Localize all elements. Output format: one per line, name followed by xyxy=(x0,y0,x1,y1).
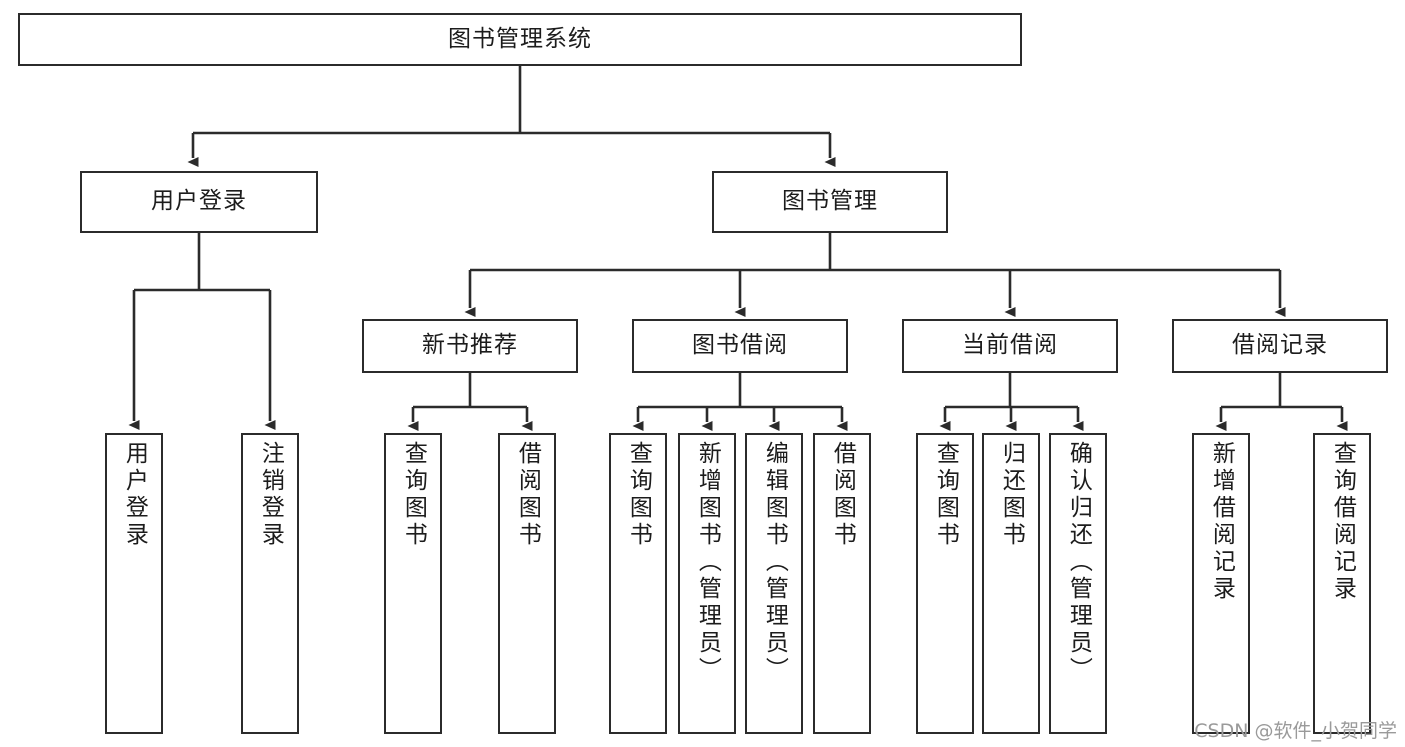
node-leaf-add-record-label: 新增借阅记录 xyxy=(1208,441,1235,603)
node-leaf-add-book-label: 新增图书（管理员） xyxy=(694,441,721,684)
node-leaf-return-book-label: 归还图书 xyxy=(998,441,1025,549)
node-leaf-edit-book[interactable]: 编辑图书（管理员） xyxy=(745,433,803,734)
node-leaf-add-record[interactable]: 新增借阅记录 xyxy=(1192,433,1250,734)
node-book-borrow-label: 图书借阅 xyxy=(692,332,788,359)
node-current-borrow[interactable]: 当前借阅 xyxy=(902,319,1118,373)
csdn-watermark: CSDN @软件_小贺同学 xyxy=(1194,720,1397,742)
node-user-login[interactable]: 用户登录 xyxy=(80,171,318,233)
node-leaf-query-book-3[interactable]: 查询图书 xyxy=(916,433,974,734)
node-leaf-confirm-return-label: 确认归还（管理员） xyxy=(1065,441,1092,684)
node-root[interactable]: 图书管理系统 xyxy=(18,13,1022,66)
node-new-book-rec[interactable]: 新书推荐 xyxy=(362,319,578,373)
node-current-borrow-label: 当前借阅 xyxy=(962,332,1058,359)
node-leaf-borrow-book-2[interactable]: 借阅图书 xyxy=(813,433,871,734)
node-book-manage[interactable]: 图书管理 xyxy=(712,171,948,233)
node-borrow-record-label: 借阅记录 xyxy=(1232,332,1328,359)
node-root-label: 图书管理系统 xyxy=(448,25,592,52)
node-leaf-user-login-label: 用户登录 xyxy=(121,441,148,549)
node-leaf-edit-book-label: 编辑图书（管理员） xyxy=(761,441,788,684)
node-leaf-borrow-book-1-label: 借阅图书 xyxy=(514,441,541,549)
node-borrow-record[interactable]: 借阅记录 xyxy=(1172,319,1388,373)
node-leaf-query-book-1-label: 查询图书 xyxy=(400,441,427,549)
node-new-book-rec-label: 新书推荐 xyxy=(422,332,518,359)
node-leaf-query-book-1[interactable]: 查询图书 xyxy=(384,433,442,734)
node-leaf-add-book[interactable]: 新增图书（管理员） xyxy=(678,433,736,734)
node-book-borrow[interactable]: 图书借阅 xyxy=(632,319,848,373)
node-leaf-query-book-2[interactable]: 查询图书 xyxy=(609,433,667,734)
node-leaf-query-book-2-label: 查询图书 xyxy=(625,441,652,549)
node-book-manage-label: 图书管理 xyxy=(782,188,878,215)
node-leaf-logout[interactable]: 注销登录 xyxy=(241,433,299,734)
node-leaf-return-book[interactable]: 归还图书 xyxy=(982,433,1040,734)
node-leaf-query-record-label: 查询借阅记录 xyxy=(1329,441,1356,603)
node-leaf-query-record[interactable]: 查询借阅记录 xyxy=(1313,433,1371,734)
node-leaf-logout-label: 注销登录 xyxy=(257,441,284,549)
node-leaf-user-login[interactable]: 用户登录 xyxy=(105,433,163,734)
node-leaf-borrow-book-1[interactable]: 借阅图书 xyxy=(498,433,556,734)
node-leaf-query-book-3-label: 查询图书 xyxy=(932,441,959,549)
node-leaf-confirm-return[interactable]: 确认归还（管理员） xyxy=(1049,433,1107,734)
node-leaf-borrow-book-2-label: 借阅图书 xyxy=(829,441,856,549)
node-user-login-label: 用户登录 xyxy=(151,188,247,215)
